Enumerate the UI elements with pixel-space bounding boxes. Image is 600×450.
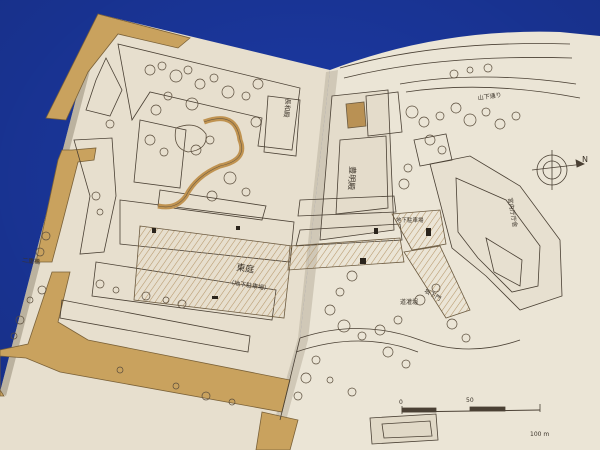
moat-wall-top — [45, 13, 191, 121]
scale-label-mid: 50 — [466, 397, 474, 404]
agency-building — [429, 155, 563, 311]
east-garden-area — [133, 225, 293, 319]
label-chowa-den: 長和殿 — [282, 98, 293, 119]
right-map-labels: 豊明殿 地下駐車場 山下通り 宮内庁庁舎 坂下門 道灌堀 N 0 50 100 … — [346, 91, 588, 438]
moat-wall-left — [35, 147, 97, 263]
label-moat: 道灌堀 — [400, 298, 418, 306]
moat-wall-bottom — [0, 271, 291, 413]
scale-label-zero: 0 — [399, 399, 403, 406]
tree-cluster-left — [10, 61, 264, 406]
right-map — [279, 43, 585, 445]
label-road: 山下通り — [477, 91, 502, 102]
left-map — [0, 13, 301, 450]
palace-roof-block — [345, 101, 367, 129]
road-upper — [339, 43, 571, 69]
label-north: N — [582, 155, 588, 164]
label-basement: 地下駐車場 — [396, 216, 424, 224]
bottom-building — [369, 413, 439, 445]
scale-label-end: 100 m — [530, 431, 549, 438]
north-compass — [531, 150, 585, 190]
basement-parking — [391, 209, 447, 251]
label-east-garden: 東庭 — [236, 261, 256, 276]
label-double-bridge: 二重橋 — [22, 256, 41, 266]
label-homei-den: 豊明殿 — [346, 166, 358, 191]
palace-hall — [319, 89, 395, 241]
tree-cluster-right — [293, 63, 521, 401]
pond — [174, 124, 207, 153]
scale-bar — [401, 404, 541, 414]
